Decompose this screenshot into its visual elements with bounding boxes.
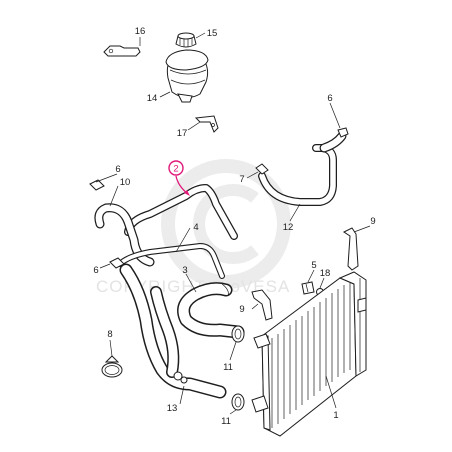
hose-clip-7	[255, 163, 269, 175]
hose-13	[119, 263, 227, 399]
hose-clamp-8	[101, 355, 123, 378]
hose-2	[124, 184, 238, 240]
callout-16[interactable]: 16	[135, 26, 146, 37]
callout-17[interactable]: 17	[177, 128, 188, 139]
callout-18[interactable]: 18	[320, 268, 331, 279]
callout-labels: 16 15 14 17 6 7 12 6 10 4 6 3 9 5 18 9 8…	[93, 26, 375, 427]
temperature-sensor-5	[301, 281, 315, 295]
hose-clip-6-top-right	[337, 127, 349, 138]
callout-11-upper[interactable]: 11	[223, 362, 233, 373]
callout-2[interactable]: 2	[173, 164, 178, 175]
callout-11-lower[interactable]: 11	[221, 416, 231, 427]
callout-2-circle	[168, 160, 184, 176]
hose-12	[258, 131, 347, 206]
hose-clip-6-left-upper	[89, 179, 105, 191]
hose-clamp-11-upper	[231, 325, 245, 343]
callout-7[interactable]: 7	[239, 174, 244, 185]
bracket-9-middle	[251, 289, 273, 321]
callout-13[interactable]: 13	[167, 403, 178, 414]
callout-6-left-upper[interactable]: 6	[115, 164, 120, 175]
radiator	[251, 271, 367, 437]
hose-3	[177, 282, 245, 339]
hose-4	[117, 243, 225, 279]
callout-10[interactable]: 10	[120, 177, 131, 188]
hose-clamp-11-lower	[231, 393, 245, 411]
callout-15[interactable]: 15	[207, 28, 218, 39]
callout-1[interactable]: 1	[333, 410, 338, 421]
callout-14[interactable]: 14	[147, 93, 158, 104]
bracket-9-right	[343, 227, 359, 271]
radiator-core-fins	[271, 278, 361, 428]
bracket-16	[103, 45, 141, 57]
highlighted-callout-2[interactable]: 2	[168, 160, 190, 196]
callout-3[interactable]: 3	[182, 265, 187, 276]
callout-6-top-right[interactable]: 6	[327, 93, 332, 104]
leader-lines	[95, 32, 371, 415]
expansion-tank	[165, 49, 209, 103]
callout-9-right[interactable]: 9	[370, 216, 375, 227]
callout-2-arrowhead	[184, 190, 190, 196]
callout-5[interactable]: 5	[311, 260, 316, 271]
callout-6-left-lower[interactable]: 6	[93, 265, 98, 276]
callout-12[interactable]: 12	[283, 222, 294, 233]
callout-4[interactable]: 4	[193, 222, 198, 233]
expansion-tank-cap	[175, 32, 197, 48]
bracket-17	[194, 115, 219, 133]
callout-8[interactable]: 8	[107, 329, 112, 340]
callout-9-middle[interactable]: 9	[239, 304, 244, 315]
